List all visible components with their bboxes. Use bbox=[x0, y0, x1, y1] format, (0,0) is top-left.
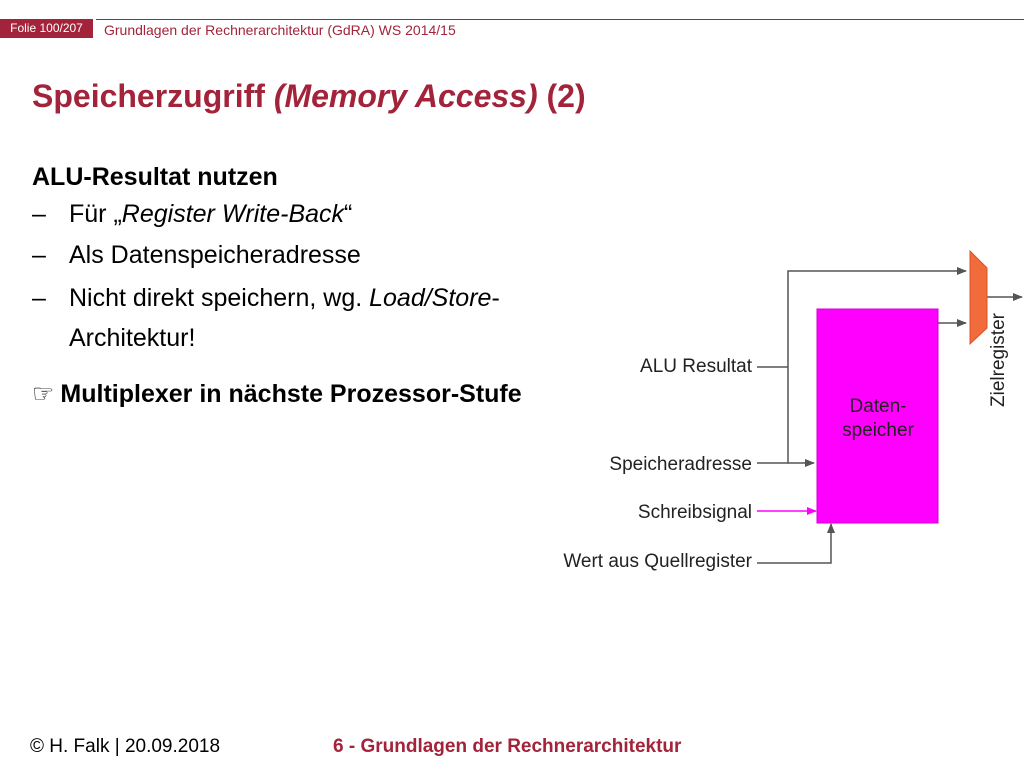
bullet-text: “ bbox=[344, 200, 353, 228]
bullet-text: Als Datenspeicheradresse bbox=[69, 241, 361, 269]
section-heading: ALU-Resultat nutzen bbox=[32, 163, 278, 191]
memory-label-line1: Daten- bbox=[849, 396, 906, 417]
header-rule bbox=[96, 19, 1024, 20]
slide-number-badge: Folie 100/207 bbox=[0, 19, 93, 38]
label-target-register: Zielregister bbox=[988, 312, 1009, 407]
multiplexer bbox=[969, 249, 988, 346]
bullet-load-store: –Nicht direkt speichern, wg. Load/Store- bbox=[32, 284, 500, 313]
label-alu-result: ALU Resultat bbox=[640, 356, 753, 377]
label-address: Speicheradresse bbox=[609, 454, 752, 475]
label-write-signal: Schreibsignal bbox=[638, 502, 752, 523]
bullet-address: –Als Datenspeicheradresse bbox=[32, 241, 361, 270]
course-title: Grundlagen der Rechnerarchitektur (GdRA)… bbox=[104, 22, 456, 38]
bullet-italic: Load/Store bbox=[369, 284, 492, 312]
bullet-continuation: Architektur! bbox=[69, 324, 196, 352]
bullet-italic: Register Write-Back bbox=[121, 200, 345, 228]
bullet-dash: – bbox=[32, 241, 46, 269]
label-source-value: Wert aus Quellregister bbox=[563, 551, 752, 572]
wire-alu-to-mux bbox=[787, 267, 967, 367]
title-suffix: (2) bbox=[537, 78, 586, 114]
data-memory-block bbox=[816, 308, 939, 524]
conclusion-text: Multiplexer in nächste Prozessor-Stufe bbox=[60, 380, 522, 408]
title-main: Speicherzugriff bbox=[32, 78, 274, 114]
footer-author-date: © H. Falk | 20.09.2018 bbox=[30, 736, 221, 757]
bullet-text: Für „ bbox=[69, 200, 122, 228]
wire-alu-to-address bbox=[787, 367, 815, 467]
pointing-hand-icon: ☞ bbox=[32, 380, 55, 408]
bullet-dash: – bbox=[32, 200, 46, 228]
bullet-text: - bbox=[491, 284, 500, 312]
bullet-dash: – bbox=[32, 284, 46, 312]
footer-chapter: 6 - Grundlagen der Rechnerarchitektur bbox=[333, 736, 682, 757]
wire-source-value bbox=[757, 523, 835, 564]
conclusion: ☞Multiplexer in nächste Prozessor-Stufe bbox=[32, 379, 522, 409]
memory-label-line2: speicher bbox=[842, 420, 914, 441]
bullet-write-back: –Für „Register Write-Back“ bbox=[32, 200, 352, 229]
title-italic: (Memory Access) bbox=[273, 78, 538, 114]
slide-title: Speicherzugriff (Memory Access) (2) bbox=[32, 76, 586, 116]
bullet-text: Nicht direkt speichern, wg. bbox=[69, 284, 370, 312]
